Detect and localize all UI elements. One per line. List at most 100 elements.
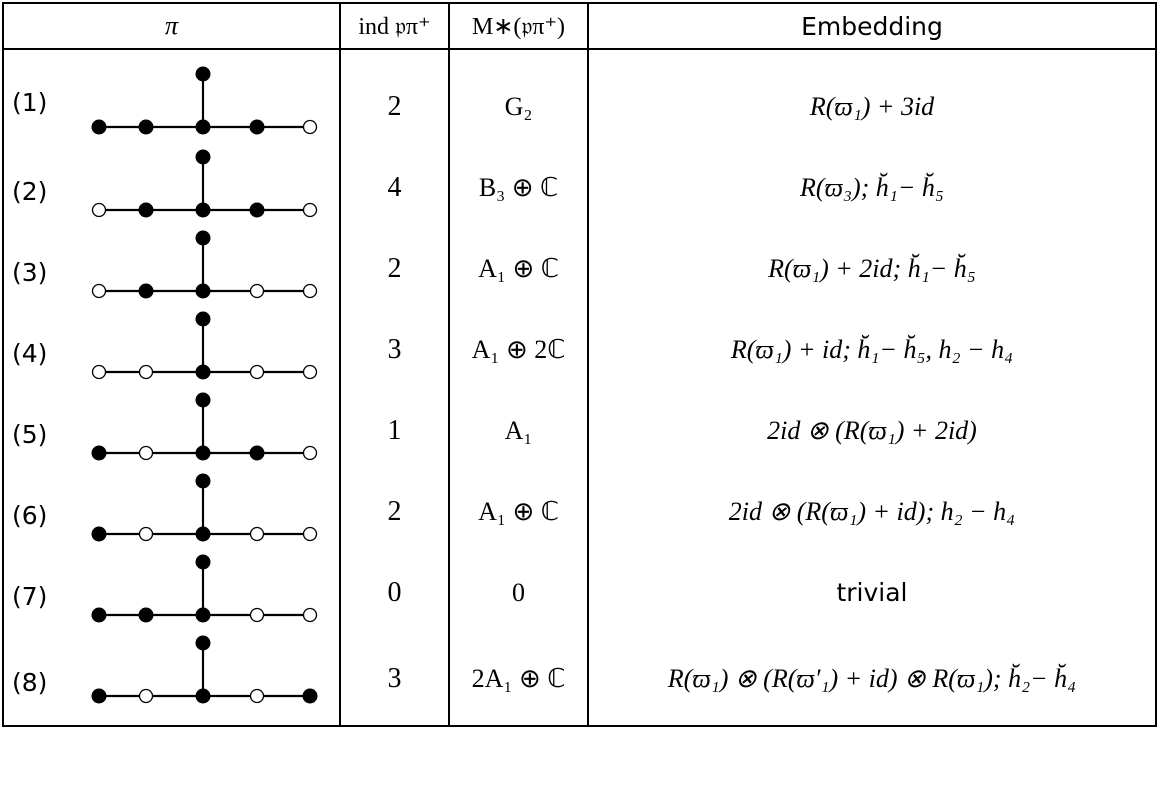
embedding-cell: R(ϖ₁) + id; h̆₁− h̆₅, h₂ − h₄	[587, 309, 1157, 390]
open-node	[302, 364, 318, 380]
filled-node	[195, 202, 211, 218]
module-value: A₁ ⊕ 2ℂ	[471, 334, 566, 364]
open-node	[302, 607, 318, 623]
open-node	[249, 688, 265, 704]
open-node	[249, 607, 265, 623]
index-value: 2	[387, 495, 402, 527]
module-value: B₃ ⊕ ℂ	[478, 172, 559, 202]
row-label: (3)	[12, 257, 48, 287]
open-node	[302, 526, 318, 542]
header-index: ind 𝔭π⁺	[339, 2, 450, 50]
module-value: 2A₁ ⊕ ℂ	[471, 664, 566, 693]
open-node	[91, 202, 107, 218]
filled-node	[195, 149, 211, 165]
filled-node	[195, 473, 211, 489]
dynkin-diagram	[91, 311, 318, 380]
index-cell: 4	[339, 147, 450, 228]
filled-node	[195, 526, 211, 542]
embedding-value: R(ϖ₁) ⊗ (R(ϖ′₁) + id) ⊗ R(ϖ₁); h̆₂− h̆₄	[667, 664, 1077, 693]
index-value: 0	[387, 576, 402, 608]
table-row: (2) 4 B₃ ⊕ ℂ R(ϖ₃); h̆₁− h̆₅	[2, 147, 1157, 228]
index-value: 2	[387, 90, 402, 122]
open-node	[138, 364, 154, 380]
header-row: π ind 𝔭π⁺ M∗(𝔭π⁺) Embedding	[2, 2, 1157, 50]
index-value: 4	[387, 171, 402, 203]
dynkin-diagram-cell: (7)	[2, 552, 341, 633]
table-row: (5) 1 A₁ 2id ⊗ (R(ϖ₁) + 2id)	[2, 390, 1157, 471]
module-cell: A₁ ⊕ ℂ	[448, 228, 589, 309]
table-row: (4) 3 A₁ ⊕ 2ℂ R(ϖ₁) + id; h̆₁− h̆₅, h₂ − h₄	[2, 309, 1157, 390]
filled-node	[249, 202, 265, 218]
open-node	[249, 364, 265, 380]
filled-node	[91, 607, 107, 623]
open-node	[138, 526, 154, 542]
filled-node	[195, 311, 211, 327]
dynkin-diagram	[91, 473, 318, 542]
table-row: (7) 0 0 trivial	[2, 552, 1157, 633]
dynkin-diagram-cell: (8)	[2, 633, 341, 727]
filled-node	[195, 607, 211, 623]
embedding-cell: 2id ⊗ (R(ϖ₁) + 2id)	[587, 390, 1157, 471]
dynkin-diagram-cell: (6)	[2, 471, 341, 552]
index-cell: 0	[339, 552, 450, 633]
dynkin-diagram-cell: (2)	[2, 147, 341, 228]
filled-node	[138, 202, 154, 218]
dynkin-diagram-cell: (3)	[2, 228, 341, 309]
embedding-value: R(ϖ₃); h̆₁− h̆₅	[800, 172, 944, 202]
open-node	[302, 283, 318, 299]
dynkin-diagram	[91, 230, 318, 299]
header-embedding: Embedding	[587, 2, 1157, 50]
open-node	[91, 364, 107, 380]
row-label: (5)	[12, 419, 48, 449]
module-cell: G₂	[448, 49, 589, 147]
index-value: 2	[387, 252, 402, 284]
index-cell: 3	[339, 309, 450, 390]
filled-node	[195, 554, 211, 570]
dynkin-diagram-cell: (4)	[2, 309, 341, 390]
module-cell: B₃ ⊕ ℂ	[448, 147, 589, 228]
embedding-value: trivial	[836, 577, 908, 607]
index-value: 1	[387, 414, 402, 446]
table-row: (6) 2 A₁ ⊕ ℂ 2id ⊗ (R(ϖ₁) + id); h₂ − h₄	[2, 471, 1157, 552]
embedding-value: 2id ⊗ (R(ϖ₁) + id); h₂ − h₄	[728, 496, 1016, 526]
filled-node	[195, 445, 211, 461]
filled-node	[195, 364, 211, 380]
filled-node	[195, 283, 211, 299]
row-label: (8)	[12, 667, 48, 697]
filled-node	[91, 688, 107, 704]
filled-node	[195, 119, 211, 135]
row-label: (6)	[12, 500, 48, 530]
header-pi: π	[2, 2, 341, 50]
module-value: A₁ ⊕ ℂ	[478, 253, 559, 283]
filled-node	[91, 445, 107, 461]
open-node	[91, 283, 107, 299]
index-cell: 2	[339, 471, 450, 552]
open-node	[302, 445, 318, 461]
index-value: 3	[387, 333, 402, 365]
index-cell: 2	[339, 228, 450, 309]
module-value: G₂	[504, 91, 533, 121]
open-node	[302, 119, 318, 135]
table-row: (8) 3 2A₁ ⊕ ℂ R(ϖ₁) ⊗ (R(ϖ′₁) + id) ⊗ R(ϖ₁)…	[2, 633, 1157, 727]
module-cell: A₁	[448, 390, 589, 471]
module-cell: A₁ ⊕ ℂ	[448, 471, 589, 552]
filled-node	[138, 283, 154, 299]
module-value: A₁ ⊕ ℂ	[478, 496, 559, 526]
dynkin-diagram	[91, 635, 318, 704]
embedding-value: 2id ⊗ (R(ϖ₁) + 2id)	[767, 415, 977, 445]
embedding-cell: 2id ⊗ (R(ϖ₁) + id); h₂ − h₄	[587, 471, 1157, 552]
open-node	[138, 445, 154, 461]
module-cell: 0	[448, 552, 589, 633]
dynkin-diagram-cell: (5)	[2, 390, 341, 471]
row-label: (2)	[12, 176, 48, 206]
index-cell: 3	[339, 633, 450, 727]
filled-node	[249, 119, 265, 135]
filled-node	[249, 445, 265, 461]
filled-node	[91, 526, 107, 542]
dynkin-diagram	[91, 66, 318, 135]
module-value: A₁	[504, 415, 533, 445]
filled-node	[302, 688, 318, 704]
